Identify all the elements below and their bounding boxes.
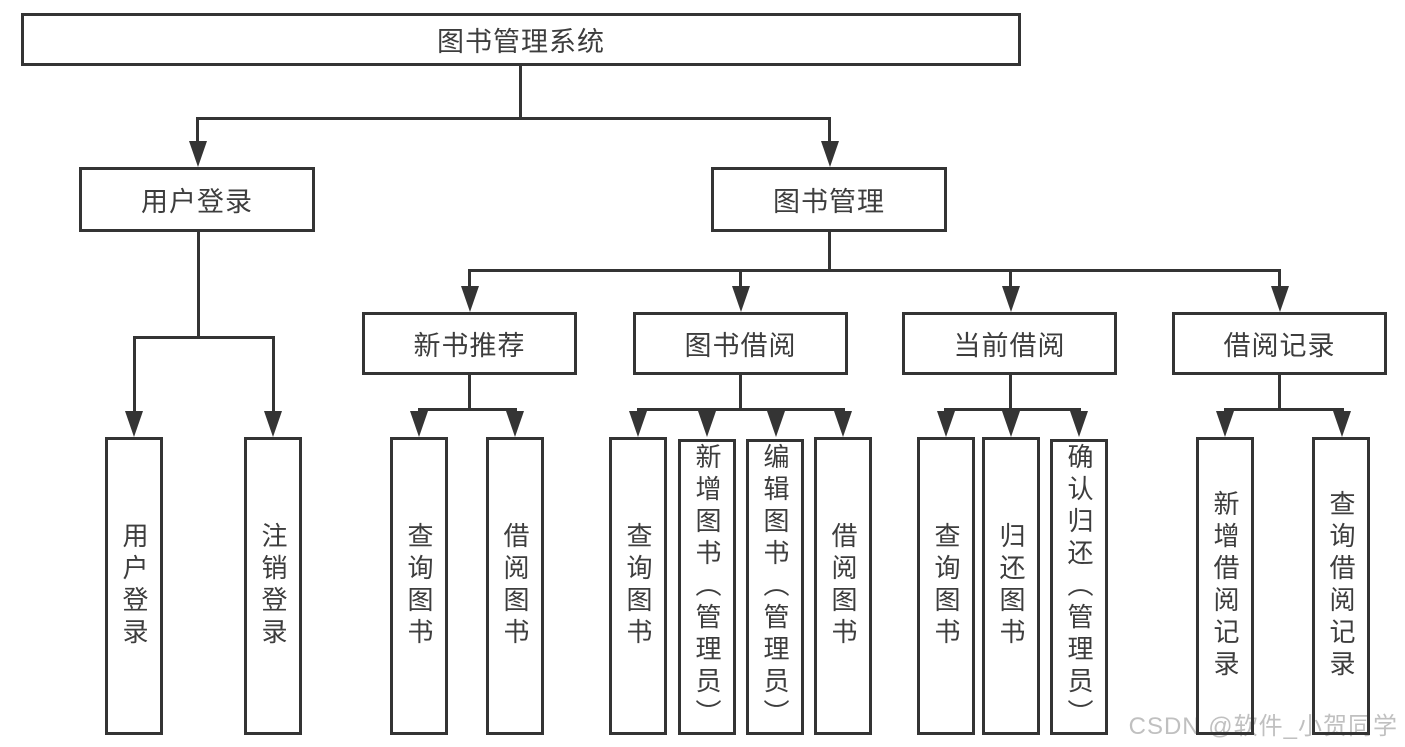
leaf-borrow-books-recommend: 借阅图书: [486, 437, 544, 735]
node-label: 图书管理: [773, 187, 885, 217]
node-label: 新书推荐: [413, 331, 526, 361]
arrow-down-icon: [1332, 411, 1351, 437]
leaf-return-books: 归还图书: [982, 437, 1040, 735]
node-label: 查询图书: [931, 522, 961, 650]
arrow-down-icon: [697, 411, 716, 437]
connector-line: [1009, 271, 1012, 287]
node-current-borrowing: 当前借阅: [902, 312, 1117, 375]
arrow-down-icon: [629, 411, 647, 437]
leaf-query-borrow-record: 查询借阅记录: [1312, 437, 1370, 735]
node-label: 查询图书: [623, 522, 653, 650]
connector-line: [1278, 375, 1281, 409]
node-borrow-records: 借阅记录: [1172, 312, 1387, 375]
leaf-borrow-books: 借阅图书: [814, 437, 872, 735]
node-label: 查询图书: [404, 522, 434, 650]
leaf-query-books-current: 查询图书: [917, 437, 975, 735]
connector-line: [828, 119, 831, 142]
connector-line: [271, 338, 275, 412]
node-label: 图书管理系统: [437, 27, 605, 57]
connector-line: [739, 375, 742, 409]
connector-line: [196, 232, 200, 337]
connector-line: [1278, 271, 1281, 287]
connector-line: [468, 271, 471, 287]
connector-line: [1009, 375, 1012, 409]
csdn-watermark: CSDN @软件_小贺同学: [1128, 713, 1398, 740]
connector-line: [132, 338, 136, 412]
leaf-user-login: 用户登录: [105, 437, 163, 735]
node-label: 编辑图书（管理员）: [760, 443, 790, 731]
node-book-management: 图书管理: [711, 167, 947, 232]
node-label: 借阅图书: [828, 522, 858, 650]
node-label: 新增借阅记录: [1210, 490, 1240, 682]
node-label: 用户登录: [119, 522, 149, 650]
leaf-add-books-admin: 新增图书（管理员）: [678, 439, 736, 735]
connector-line: [196, 117, 831, 120]
leaf-confirm-return-admin: 确认归还（管理员）: [1050, 439, 1108, 735]
arrow-down-icon: [820, 141, 839, 167]
arrow-down-icon: [264, 411, 282, 437]
arrow-down-icon: [936, 411, 955, 437]
node-label: 注销登录: [258, 522, 288, 650]
connector-line: [739, 271, 742, 287]
connector-line: [132, 336, 275, 339]
connector-line: [944, 408, 1081, 411]
arrow-down-icon: [460, 286, 479, 312]
leaf-query-books-recommend: 查询图书: [390, 437, 448, 735]
arrow-down-icon: [1270, 286, 1289, 312]
arrow-down-icon: [506, 411, 524, 437]
arrow-down-icon: [1001, 286, 1020, 312]
node-label: 用户登录: [141, 187, 253, 217]
arrow-down-icon: [1216, 411, 1234, 437]
connector-line: [468, 269, 1281, 272]
node-label: 查询借阅记录: [1326, 490, 1356, 682]
arrow-down-icon: [1070, 411, 1088, 437]
node-book-borrowing: 图书借阅: [633, 312, 848, 375]
arrow-down-icon: [731, 286, 750, 312]
node-label: 借阅图书: [500, 522, 530, 650]
arrow-down-icon: [188, 141, 207, 167]
node-label: 新增图书（管理员）: [692, 443, 722, 731]
arrow-down-icon: [834, 411, 852, 437]
node-user-login: 用户登录: [79, 167, 315, 232]
arrow-down-icon: [125, 411, 143, 437]
connector-line: [417, 408, 517, 411]
leaf-add-borrow-record: 新增借阅记录: [1196, 437, 1254, 735]
node-library-management-system: 图书管理系统: [21, 13, 1021, 66]
connector-line: [196, 119, 199, 142]
connector-line: [828, 232, 831, 270]
connector-line: [1223, 408, 1344, 411]
node-label: 归还图书: [996, 522, 1026, 650]
connector-line: [636, 408, 845, 411]
leaf-logout: 注销登录: [244, 437, 302, 735]
arrow-down-icon: [410, 411, 428, 437]
node-label: 图书借阅: [684, 331, 797, 361]
connector-line: [518, 66, 522, 119]
connector-line: [468, 375, 471, 409]
arrow-down-icon: [766, 411, 785, 437]
leaf-query-books-borrow: 查询图书: [609, 437, 667, 735]
node-label: 当前借阅: [953, 331, 1066, 361]
node-label: 借阅记录: [1223, 331, 1336, 361]
arrow-down-icon: [1001, 411, 1020, 437]
leaf-edit-books-admin: 编辑图书（管理员）: [746, 439, 804, 735]
node-new-book-recommend: 新书推荐: [362, 312, 577, 375]
node-label: 确认归还（管理员）: [1064, 443, 1094, 731]
